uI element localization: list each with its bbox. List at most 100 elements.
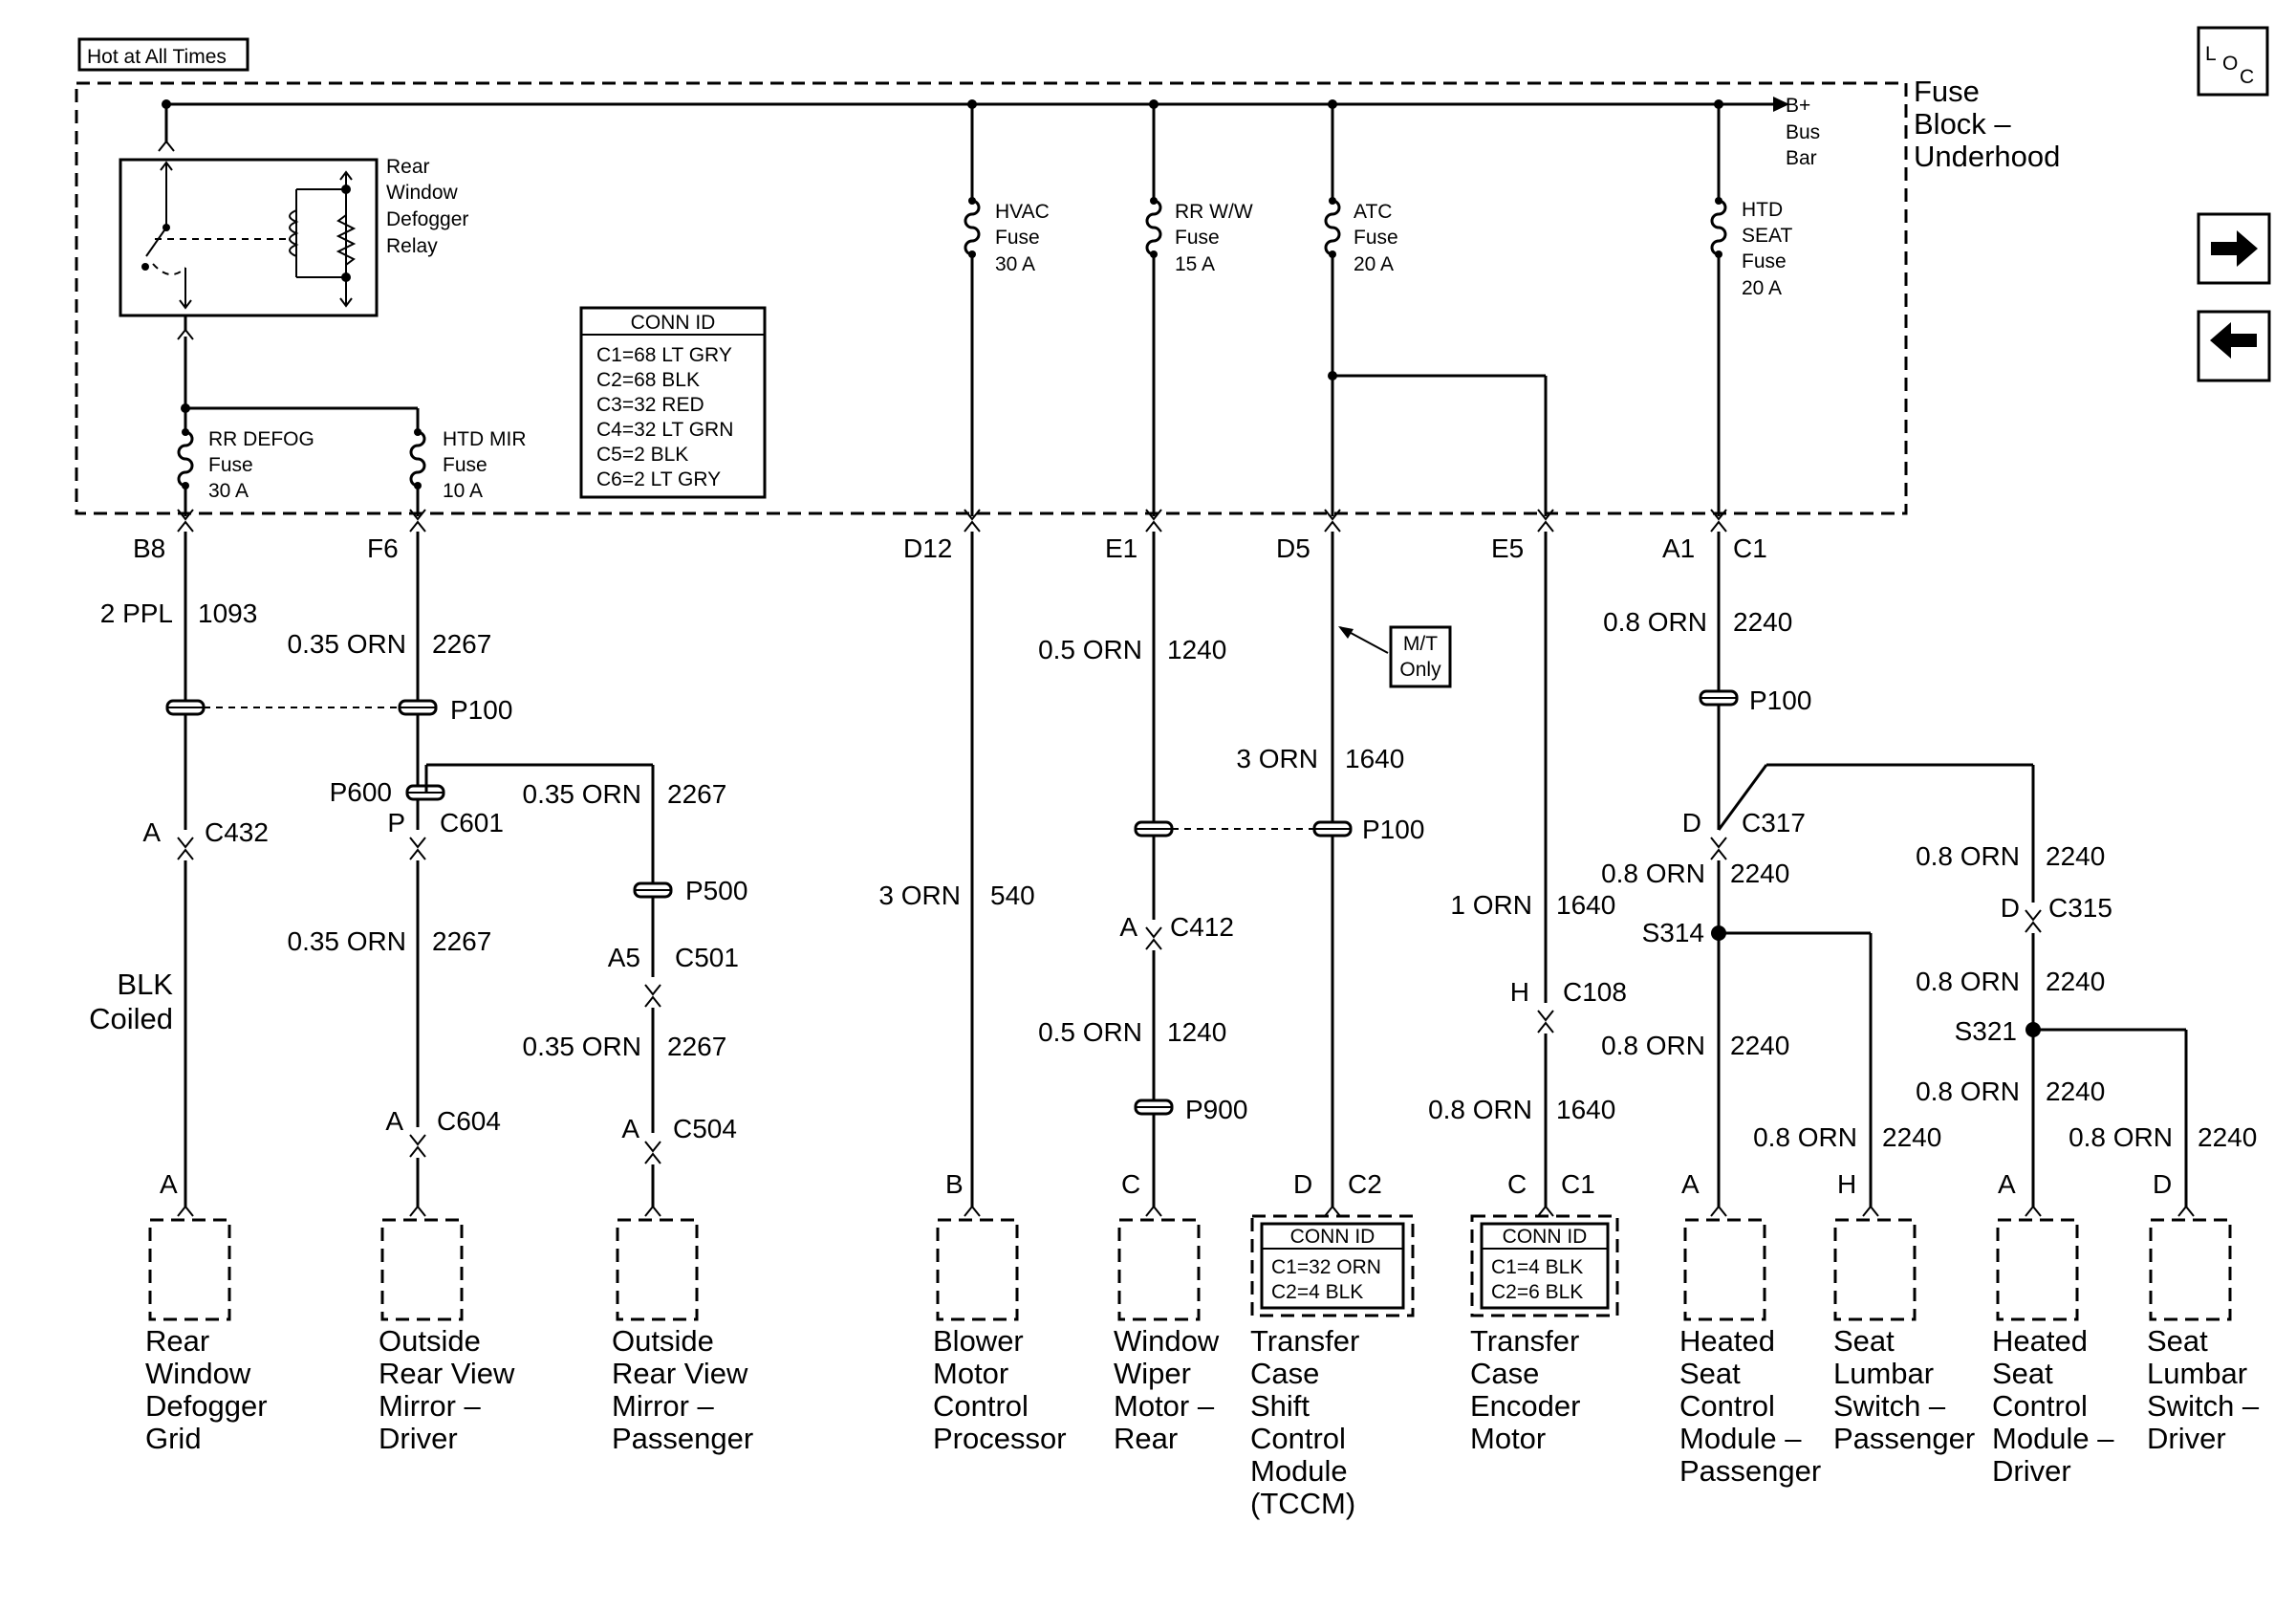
svg-text:M/T: M/T (1403, 633, 1438, 655)
component-names: Rear Window Defogger Grid Outside Rear V… (145, 1324, 2260, 1520)
svg-text:Grid: Grid (145, 1422, 202, 1455)
previous-page-button[interactable] (2197, 310, 2271, 382)
svg-text:Fuse: Fuse (995, 227, 1040, 249)
svg-text:Heated: Heated (1679, 1324, 1775, 1358)
wire-label-1240-b: 0.5 ORN 1240 (1038, 1017, 1226, 1047)
svg-text:Module –: Module – (1679, 1422, 1802, 1455)
svg-text:C108: C108 (1563, 977, 1627, 1007)
svg-text:C1=68 LT GRY: C1=68 LT GRY (596, 344, 732, 366)
svg-text:Underhood: Underhood (1914, 140, 2060, 173)
location-icon: L O C (2197, 26, 2269, 97)
svg-text:C604: C604 (437, 1106, 501, 1136)
svg-text:A: A (160, 1169, 178, 1199)
svg-text:C1=32 ORN: C1=32 ORN (1271, 1256, 1381, 1278)
svg-text:H: H (1510, 977, 1529, 1007)
heated-seat-drv-name: Heated Seat Control Module – Driver (1992, 1324, 2114, 1488)
inline-connector-p100-d (1312, 820, 1353, 838)
svg-text:Only: Only (1399, 659, 1441, 681)
svg-text:Switch –: Switch – (1833, 1389, 1946, 1423)
svg-text:1240: 1240 (1167, 635, 1226, 664)
svg-text:2267: 2267 (432, 629, 491, 659)
inline-connector-p500 (633, 881, 673, 899)
svg-text:2240: 2240 (1882, 1122, 1941, 1152)
connector-p100-label-b: P100 (450, 695, 512, 725)
svg-text:540: 540 (990, 881, 1035, 910)
svg-text:30 A: 30 A (995, 253, 1035, 275)
svg-text:C601: C601 (440, 808, 504, 838)
heated-seat-drv-component-box (1996, 1218, 2079, 1321)
svg-text:C5=2 BLK: C5=2 BLK (596, 444, 688, 466)
htd-mir-fuse: HTD MIR Fuse 10 A (409, 428, 527, 516)
hot-at-all-times-text: Hot at All Times (87, 46, 227, 68)
svg-text:0.8 ORN: 0.8 ORN (1601, 859, 1705, 888)
arrow-left-icon (2210, 322, 2257, 359)
wire-label-1240-a: 0.5 ORN 1240 (1038, 635, 1226, 664)
svg-text:Transfer: Transfer (1250, 1324, 1359, 1358)
svg-text:Encoder: Encoder (1470, 1389, 1580, 1423)
svg-text:A: A (621, 1114, 639, 1143)
blower-component-box (936, 1218, 1019, 1321)
svg-text:2240: 2240 (1730, 859, 1789, 888)
svg-text:C1: C1 (1733, 533, 1767, 563)
svg-text:C: C (1507, 1169, 1527, 1199)
inline-connector-p100-c (1134, 820, 1174, 838)
svg-text:0.35 ORN: 0.35 ORN (288, 629, 407, 659)
svg-text:Control: Control (1250, 1422, 1346, 1455)
svg-text:Motor: Motor (1470, 1422, 1546, 1455)
svg-text:1240: 1240 (1167, 1017, 1226, 1047)
svg-text:E1: E1 (1105, 533, 1137, 563)
svg-text:0.35 ORN: 0.35 ORN (523, 779, 642, 809)
svg-text:E5: E5 (1491, 533, 1524, 563)
svg-text:Seat: Seat (2147, 1324, 2208, 1358)
svg-text:2267: 2267 (667, 1032, 726, 1061)
svg-text:Blower: Blower (933, 1324, 1024, 1358)
next-page-button[interactable] (2197, 212, 2271, 285)
svg-text:C2: C2 (1348, 1169, 1382, 1199)
heated-seat-pass-name: Heated Seat Control Module – Passenger (1679, 1324, 1821, 1488)
wire-label-2240-h: 0.8 ORN 2240 (2069, 1122, 2257, 1152)
svg-text:Passenger: Passenger (1679, 1454, 1821, 1488)
svg-text:A: A (1998, 1169, 2016, 1199)
arrow-right-icon (2211, 230, 2258, 267)
svg-text:Outside: Outside (379, 1324, 481, 1358)
svg-text:1093: 1093 (198, 598, 257, 628)
svg-text:0.35 ORN: 0.35 ORN (288, 926, 407, 956)
svg-text:B+: B+ (1786, 95, 1810, 117)
svg-text:Rear: Rear (1114, 1422, 1178, 1455)
defogger-relay (119, 158, 379, 317)
svg-text:Driver: Driver (379, 1422, 458, 1455)
svg-text:0.8 ORN: 0.8 ORN (1753, 1122, 1857, 1152)
svg-text:Rear: Rear (145, 1324, 209, 1358)
svg-text:Case: Case (1470, 1357, 1539, 1390)
connector-c432: A C432 (142, 817, 269, 847)
connector-c501: A5 C501 (608, 943, 739, 972)
svg-text:Lumbar: Lumbar (1833, 1357, 1934, 1390)
svg-text:2267: 2267 (667, 779, 726, 809)
svg-text:Motor –: Motor – (1114, 1389, 1215, 1423)
svg-text:CONN ID: CONN ID (1290, 1226, 1375, 1248)
svg-text:Bus: Bus (1786, 121, 1820, 143)
mirror-passenger-name: Outside Rear View Mirror – Passenger (612, 1324, 753, 1455)
blk-coiled-label: BLK Coiled (89, 968, 173, 1035)
mirror-passenger-component-box (616, 1218, 699, 1321)
hot-at-all-times-label: Hot at All Times (77, 37, 249, 72)
htd-seat-fuse: HTD SEAT Fuse 20 A (1710, 104, 1792, 516)
svg-text:Passenger: Passenger (612, 1422, 753, 1455)
svg-text:Fuse: Fuse (1175, 227, 1220, 249)
lumbar-pass-component-box (1833, 1218, 1917, 1321)
svg-text:2240: 2240 (2046, 841, 2105, 871)
svg-text:C317: C317 (1742, 808, 1806, 838)
svg-text:0.8 ORN: 0.8 ORN (1916, 841, 2020, 871)
svg-text:1640: 1640 (1556, 1095, 1615, 1124)
svg-text:0.8 ORN: 0.8 ORN (1916, 967, 2020, 996)
svg-text:Window: Window (145, 1357, 251, 1390)
svg-text:Motor: Motor (933, 1357, 1008, 1390)
svg-text:D5: D5 (1276, 533, 1310, 563)
svg-text:Bar: Bar (1786, 147, 1817, 169)
svg-text:Rear View: Rear View (612, 1357, 748, 1390)
connector-c504: A C504 (621, 1114, 737, 1143)
terminal-labels: B8 F6 D12 E1 D5 E5 A1 C1 (133, 533, 1767, 563)
inline-connector-p100-a (165, 699, 206, 716)
wire-label-2267-b: 0.35 ORN 2267 (523, 779, 727, 809)
